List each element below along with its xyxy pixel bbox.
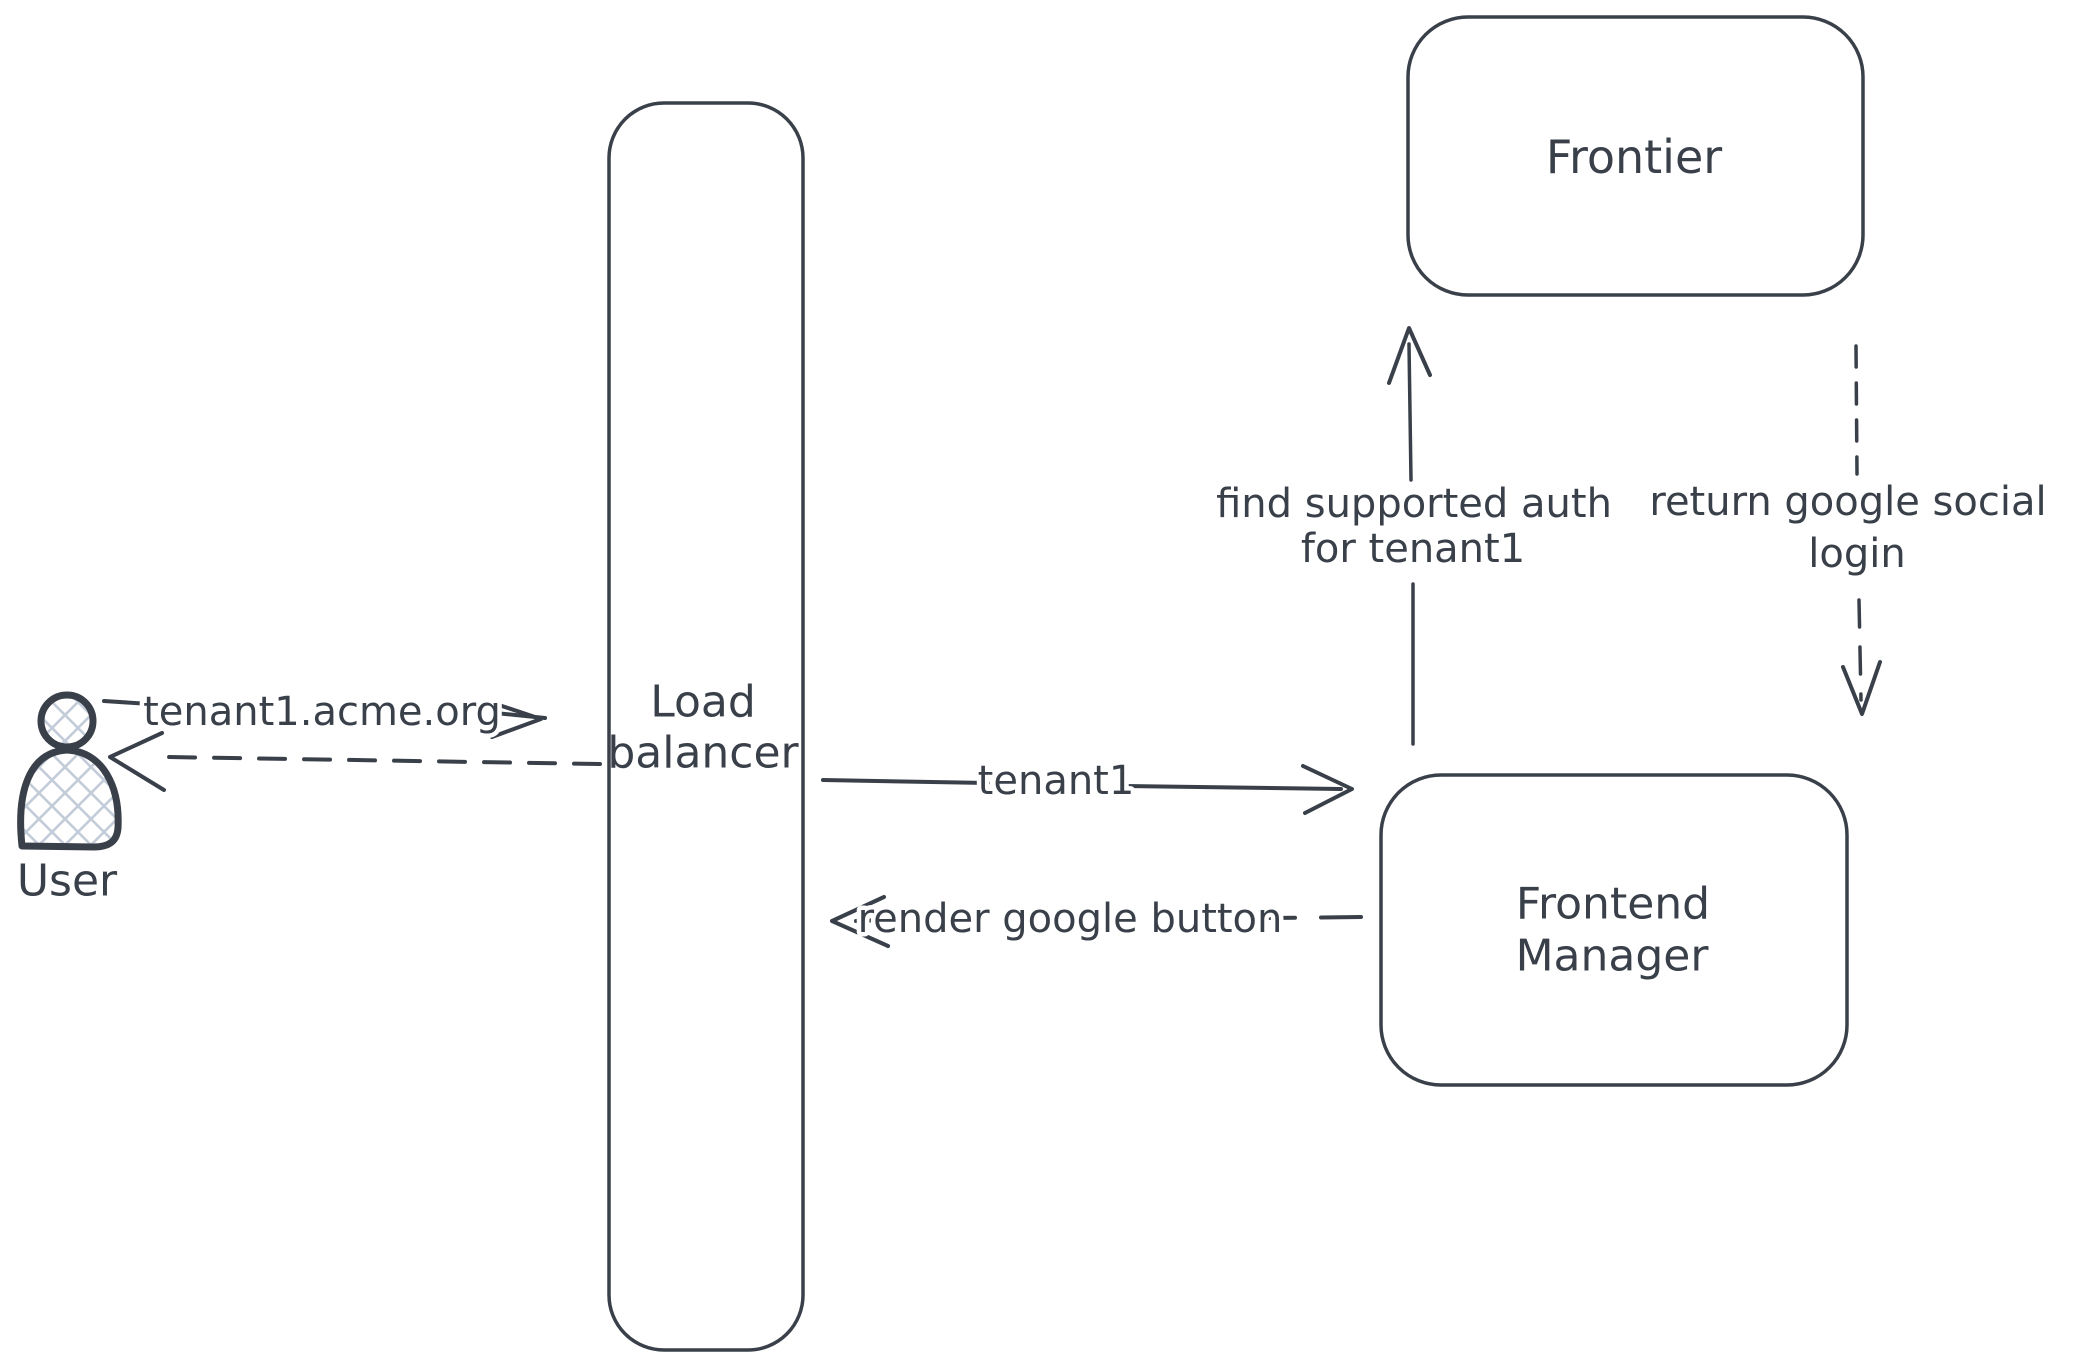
user-icon-body bbox=[17, 746, 122, 851]
arrowhead-up-icon bbox=[1387, 326, 1432, 385]
frontier-box bbox=[1406, 15, 1865, 297]
frontier-label: Frontier bbox=[1546, 130, 1722, 184]
arrowhead-right-icon bbox=[488, 700, 543, 739]
arrow-line bbox=[1857, 598, 1863, 702]
arrowhead-down-icon bbox=[1841, 660, 1882, 716]
frontend-manager-box bbox=[1379, 773, 1849, 1087]
arrow-line bbox=[102, 699, 152, 706]
arrow-frontend-manager-to-frontier-label-line2: for tenant1 bbox=[1301, 526, 1525, 572]
arrow-user-to-load-balancer bbox=[102, 699, 547, 739]
arrow-line bbox=[854, 918, 886, 923]
user-icon bbox=[17, 691, 122, 851]
arrow-line bbox=[1122, 784, 1343, 791]
arrowhead-left-icon bbox=[830, 895, 890, 948]
arrow-line bbox=[1854, 344, 1859, 476]
arrow-line bbox=[1268, 915, 1363, 920]
arrow-load-balancer-to-frontend-manager bbox=[821, 764, 1354, 815]
arrow-user-to-load-balancer-label: tenant1.acme.org bbox=[143, 689, 501, 735]
arrow-frontier-to-frontend-manager-label-line2: login bbox=[1808, 531, 1905, 577]
arrow-load-balancer-to-frontend-manager-label: tenant1 bbox=[978, 758, 1135, 804]
load-balancer-box bbox=[607, 101, 805, 1352]
frontend-manager-label-line2: Manager bbox=[1516, 931, 1710, 982]
arrow-line bbox=[821, 778, 990, 785]
arrow-frontend-manager-to-load-balancer bbox=[830, 895, 1363, 948]
arrowhead-left-icon bbox=[108, 731, 166, 792]
user-icon-head bbox=[37, 691, 97, 751]
arrow-frontend-manager-to-frontier bbox=[1387, 326, 1432, 746]
load-balancer-label-line1: Load bbox=[650, 677, 756, 728]
arrow-line bbox=[1407, 342, 1413, 482]
arrow-frontier-to-frontend-manager bbox=[1841, 344, 1882, 716]
arrowhead-right-icon bbox=[1301, 764, 1354, 815]
arrow-frontend-manager-to-load-balancer-label: render google button bbox=[858, 896, 1283, 942]
arrow-frontier-to-frontend-manager-label-line1: return google social bbox=[1649, 479, 2046, 525]
arrow-line bbox=[166, 755, 602, 766]
user-label: User bbox=[17, 856, 118, 907]
arrow-load-balancer-to-user bbox=[108, 731, 602, 792]
load-balancer-label-line2: balancer bbox=[607, 728, 799, 779]
arrow-frontend-manager-to-frontier-label-line1: find supported auth bbox=[1216, 481, 1612, 527]
frontend-manager-label-line1: Frontend bbox=[1516, 879, 1710, 930]
